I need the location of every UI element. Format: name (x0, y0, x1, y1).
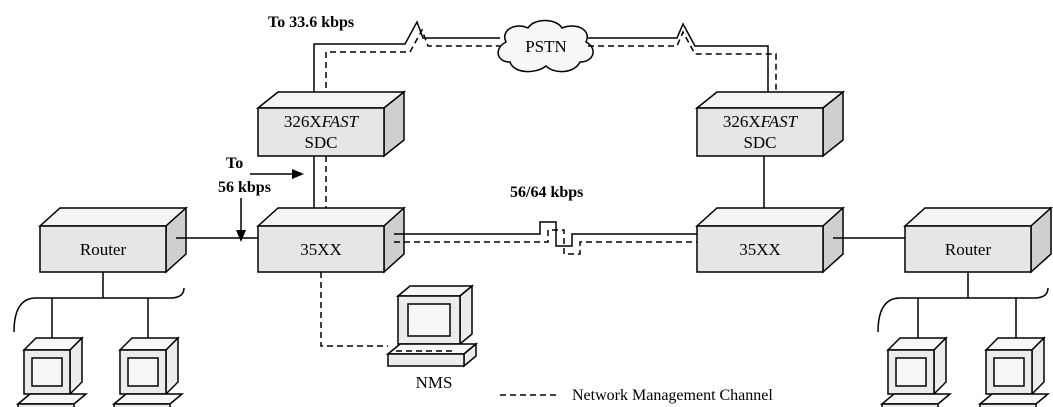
router-right-label: Router (945, 240, 992, 259)
computer-icon (113, 337, 183, 407)
computer-icon (881, 337, 951, 407)
label-to-33-6-kbps: To 33.6 kbps (268, 14, 354, 31)
computer-icon (17, 337, 87, 407)
to-56-kbps-annotation: To 56 kbps (218, 155, 304, 242)
to-56-line2: 56 kbps (218, 179, 271, 196)
sdc-right-sub: SDC (743, 133, 776, 152)
lan-right-bus (877, 272, 1049, 338)
dsu-right-device: 35XX (695, 206, 845, 274)
dsu-left-label: 35XX (300, 240, 342, 259)
to-56-line1: To (226, 155, 243, 172)
dsu-right-label: 35XX (739, 240, 781, 259)
dsu-left-device: 35XX (256, 206, 406, 274)
pstn-line-left (313, 20, 500, 108)
nms-mgmt-channel (320, 272, 388, 347)
sdc-left-model: 326XFAST (284, 112, 360, 131)
sdc-left-device: 326XFAST SDC (255, 90, 407, 158)
link-rate-label: 56/64 kbps (510, 184, 583, 201)
pstn-cloud: PSTN (497, 19, 594, 73)
sdc-right-device: 326XFAST SDC (694, 90, 846, 158)
router-left-label: Router (80, 240, 127, 259)
leased-line-link: 56/64 kbps (394, 184, 697, 255)
legend-label: Network Management Channel (572, 387, 773, 404)
computer-icon (979, 337, 1049, 407)
sdc-right-model: 326XFAST (723, 112, 799, 131)
nms-workstation: NMS (385, 284, 479, 392)
router-left-device: Router (38, 206, 188, 274)
legend: Network Management Channel (500, 387, 773, 404)
router-right-device: Router (903, 206, 1053, 274)
pstn-line-right (588, 22, 777, 108)
lan-left-bus (13, 272, 185, 338)
pstn-label: PSTN (525, 37, 567, 56)
sdc-left-sub: SDC (304, 133, 337, 152)
nms-label: NMS (416, 373, 453, 392)
